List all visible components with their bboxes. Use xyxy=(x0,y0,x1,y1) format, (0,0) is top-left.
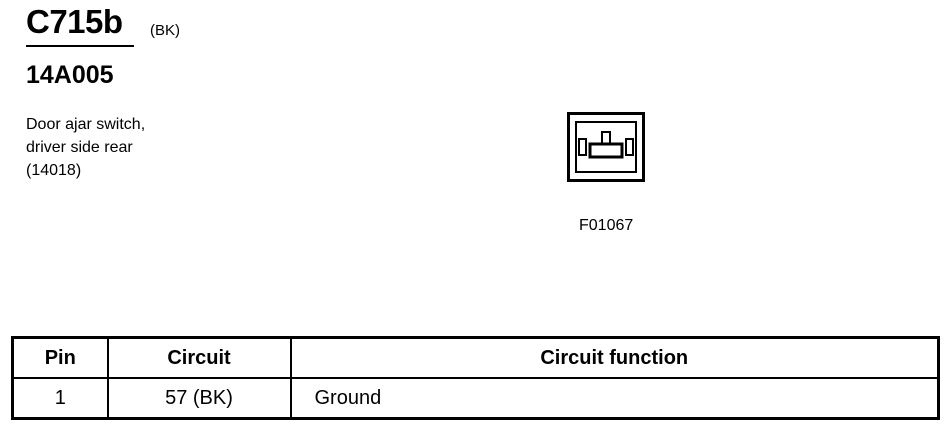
header-pin: Pin xyxy=(11,337,109,379)
description-line: (14018) xyxy=(26,162,82,179)
figure-code: F01067 xyxy=(579,217,634,234)
table-header-row: Pin Circuit Circuit function xyxy=(11,337,940,379)
pin-table: Pin Circuit Circuit function 1 57 (BK) G… xyxy=(11,336,940,420)
description-line: Door ajar switch, xyxy=(26,116,146,133)
description-line: driver side rear xyxy=(26,139,133,156)
connector-description: Door ajar switch, driver side rear (1401… xyxy=(26,113,145,182)
connector-pin-stem xyxy=(601,131,611,145)
table-row: 1 57 (BK) Ground xyxy=(11,378,940,419)
connector-face-diagram xyxy=(567,112,645,182)
part-number: 14A005 xyxy=(26,61,114,89)
connector-id: C715b xyxy=(26,3,123,40)
connector-outer-shell xyxy=(567,112,645,182)
connector-latch xyxy=(625,138,634,156)
title-underline xyxy=(26,45,134,47)
connector-pin-1 xyxy=(588,142,624,159)
connector-latch xyxy=(578,138,587,156)
connector-color: (BK) xyxy=(150,22,180,39)
cell-pin: 1 xyxy=(11,378,109,419)
cell-circuit: 57 (BK) xyxy=(106,378,292,419)
connector-inner-cavity xyxy=(575,121,637,173)
header-circuit: Circuit xyxy=(106,337,292,379)
header-circuit-function: Circuit function xyxy=(289,337,940,379)
cell-circuit-function: Ground xyxy=(289,378,940,419)
